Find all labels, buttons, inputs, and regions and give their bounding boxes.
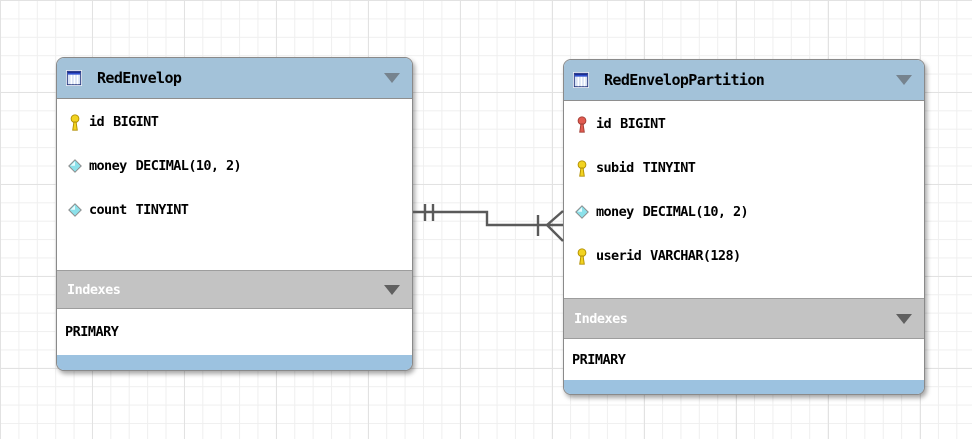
table-header[interactable]: RedEnvelop bbox=[57, 58, 412, 99]
indexes-label: Indexes bbox=[574, 310, 628, 327]
table-header[interactable]: RedEnvelopPartition bbox=[564, 60, 924, 101]
table-title: RedEnvelopPartition bbox=[604, 71, 765, 89]
table-footer bbox=[57, 355, 412, 370]
column-name: id bbox=[596, 116, 612, 132]
table-title: RedEnvelop bbox=[97, 69, 182, 87]
column-type: DECIMAL(10, 2) bbox=[135, 158, 242, 174]
column-row-subid[interactable]: subid TINYINT bbox=[564, 146, 924, 190]
column-name: money bbox=[89, 158, 127, 174]
column-type: TINYINT bbox=[135, 202, 189, 218]
column-type: TINYINT bbox=[642, 160, 696, 176]
table-figure-redenvelop[interactable]: RedEnvelop id BIGINT money DECIMAL(10, 2) co… bbox=[56, 57, 413, 371]
collapse-triangle-icon[interactable] bbox=[384, 73, 400, 83]
primary-key-icon bbox=[67, 113, 83, 131]
index-name: PRIMARY bbox=[572, 351, 626, 368]
foreign-key-icon bbox=[574, 115, 590, 133]
column-name: id bbox=[89, 114, 105, 130]
indexes-label: Indexes bbox=[67, 281, 121, 298]
column-icon bbox=[574, 205, 590, 219]
column-row-count[interactable]: count TINYINT bbox=[57, 188, 412, 232]
column-type: BIGINT bbox=[620, 116, 666, 132]
indexes-header[interactable]: Indexes bbox=[57, 270, 412, 309]
column-row-id[interactable]: id BIGINT bbox=[564, 102, 924, 146]
table-figure-redenveloppartition[interactable]: RedEnvelopPartition id BIGINT subid TINYINT… bbox=[563, 59, 925, 395]
table-icon bbox=[573, 71, 589, 89]
column-name: subid bbox=[596, 160, 634, 176]
column-type: VARCHAR(128) bbox=[650, 248, 741, 264]
column-name: userid bbox=[596, 248, 642, 264]
column-name: money bbox=[596, 204, 634, 220]
index-row[interactable]: PRIMARY bbox=[57, 309, 412, 355]
column-icon bbox=[67, 159, 83, 173]
column-type: BIGINT bbox=[113, 114, 159, 130]
columns-list: id BIGINT money DECIMAL(10, 2) count TINYINT bbox=[57, 99, 412, 270]
columns-list: id BIGINT subid TINYINT money DECIMAL(10, 2) u… bbox=[564, 101, 924, 298]
primary-key-icon bbox=[574, 159, 590, 177]
collapse-triangle-icon[interactable] bbox=[896, 75, 912, 85]
column-row-money[interactable]: money DECIMAL(10, 2) bbox=[57, 144, 412, 188]
indexes-header[interactable]: Indexes bbox=[564, 298, 924, 339]
collapse-triangle-icon[interactable] bbox=[896, 313, 912, 324]
column-row-id[interactable]: id BIGINT bbox=[57, 100, 412, 144]
column-row-userid[interactable]: userid VARCHAR(128) bbox=[564, 234, 924, 278]
index-name: PRIMARY bbox=[65, 324, 119, 340]
column-name: count bbox=[89, 202, 127, 218]
index-row[interactable]: PRIMARY bbox=[564, 339, 924, 380]
relationship-connector[interactable] bbox=[410, 190, 570, 262]
column-icon bbox=[67, 203, 83, 217]
column-type: DECIMAL(10, 2) bbox=[642, 204, 749, 220]
column-row-money[interactable]: money DECIMAL(10, 2) bbox=[564, 190, 924, 234]
primary-key-icon bbox=[574, 247, 590, 265]
table-icon bbox=[66, 69, 82, 87]
table-footer bbox=[564, 380, 924, 394]
collapse-triangle-icon[interactable] bbox=[384, 284, 400, 295]
